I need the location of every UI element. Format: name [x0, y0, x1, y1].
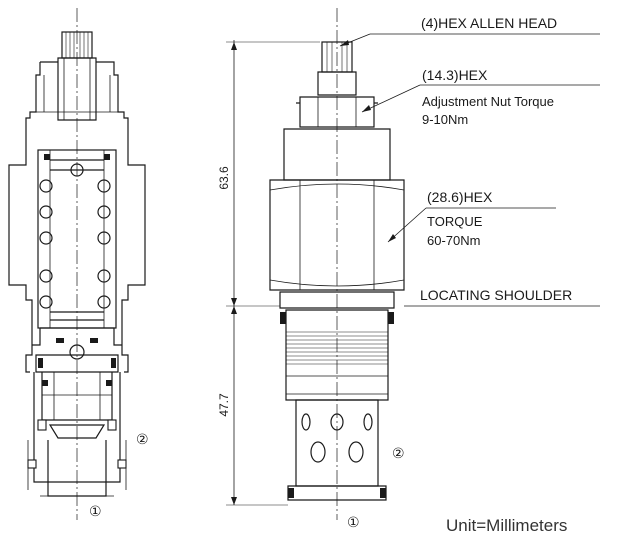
callout-leaders — [339, 33, 600, 307]
external-allen-head — [317, 41, 357, 96]
external-view — [269, 8, 405, 520]
section-port-2-label: ② — [136, 432, 149, 448]
section-poppet — [27, 327, 127, 497]
callout-body-title: TORQUE — [427, 214, 483, 229]
callout-hex-allen-head: (4)HEX ALLEN HEAD — [421, 15, 557, 31]
callout-body-value: 60-70Nm — [427, 233, 480, 248]
dimension-upper-label: 63.6 — [217, 166, 231, 190]
unit-note: Unit=Millimeters — [446, 516, 567, 535]
external-cage — [287, 399, 387, 501]
external-body-hex — [269, 179, 405, 291]
dimension-lower-label: 47.7 — [217, 393, 231, 417]
callout-adjust-hex: (14.3)HEX — [422, 67, 488, 83]
external-port-2-label: ② — [392, 446, 405, 462]
callout-adjust-title: Adjustment Nut Torque — [422, 94, 554, 109]
callout-locating-shoulder: LOCATING SHOULDER — [420, 287, 572, 303]
external-shoulder — [279, 291, 395, 309]
cross-section-view — [8, 8, 146, 520]
section-bonnet — [8, 61, 146, 373]
external-adjust-nut — [296, 96, 378, 128]
dimension-lines — [226, 40, 320, 506]
external-port-1-label: ① — [347, 515, 360, 531]
section-port-1-label: ① — [89, 504, 102, 520]
callout-body-hex: (28.6)HEX — [427, 189, 493, 205]
callout-adjust-value: 9-10Nm — [422, 112, 468, 127]
external-thread — [280, 309, 394, 401]
section-adjust-screw — [57, 31, 97, 121]
